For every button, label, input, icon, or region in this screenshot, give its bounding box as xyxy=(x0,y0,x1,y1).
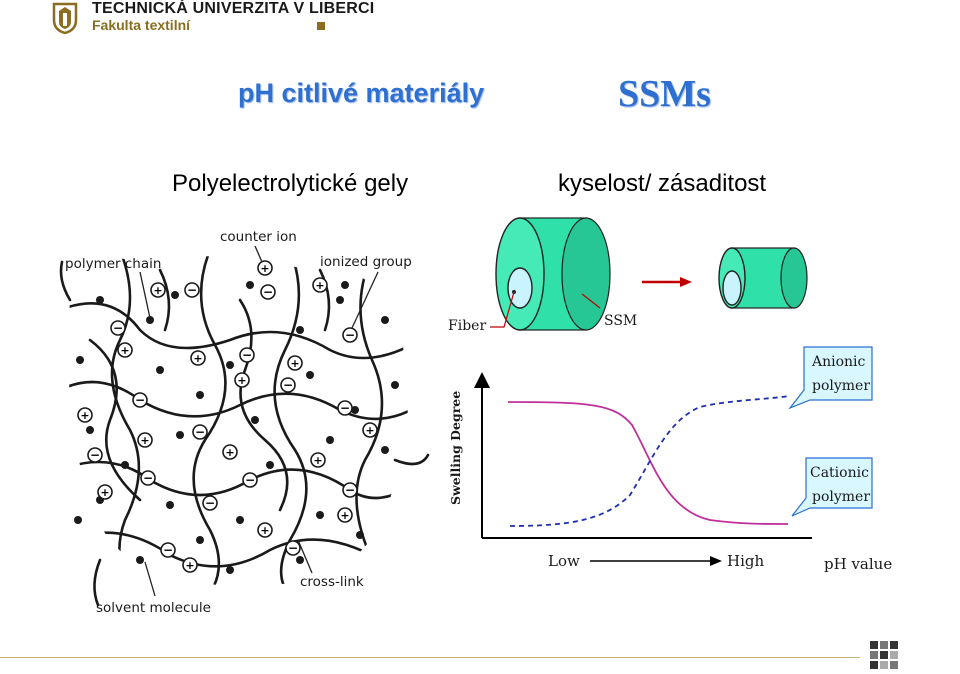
minus-sign: − xyxy=(345,328,355,342)
plus-sign: + xyxy=(140,434,149,447)
plus-sign: + xyxy=(185,559,194,572)
plus-sign: + xyxy=(340,509,349,522)
plus-sign: + xyxy=(260,262,269,275)
cationic-curve xyxy=(507,401,789,525)
anionic-label-line1: Anionic xyxy=(811,354,866,370)
cationic-callout: Cationic polymer xyxy=(791,457,873,517)
label-cross-link: cross-link xyxy=(300,574,364,590)
minus-sign: − xyxy=(340,401,350,415)
plus-sign: + xyxy=(290,357,299,370)
label-solvent-molecule: solvent molecule xyxy=(96,600,211,616)
minus-sign: − xyxy=(195,425,205,439)
fiber-diagram: Fiber SSM xyxy=(448,217,808,334)
header-square-icon xyxy=(317,22,325,30)
plus-sign: + xyxy=(225,446,234,459)
plus-sign: + xyxy=(260,524,269,537)
plus-sign: + xyxy=(237,374,246,387)
solvent-molecules xyxy=(74,281,399,574)
footer-logo-icon xyxy=(870,641,898,669)
cationic-label-line1: Cationic xyxy=(810,465,869,481)
minus-sign: − xyxy=(283,378,293,392)
plus-sign: + xyxy=(80,409,89,422)
plus-sign: + xyxy=(365,424,374,437)
gel-labels: polymer chain counter ion ionized group … xyxy=(65,229,412,616)
x-axis-label: pH value xyxy=(824,555,892,573)
subtitle-acidity: kyselost/ zásaditost xyxy=(558,170,767,197)
plus-sign: + xyxy=(193,352,202,365)
swelling-chart: Swelling Degree Anionic polymer Cationic… xyxy=(448,346,892,573)
university-logo-icon xyxy=(52,2,78,34)
minus-sign: − xyxy=(90,448,100,462)
label-counter-ion: counter ion xyxy=(220,229,297,245)
anionic-label-line2: polymer xyxy=(812,378,870,394)
minus-sign: − xyxy=(245,473,255,487)
minus-sign: − xyxy=(163,543,173,557)
gel-network: + + + + + + + + + + + + + + + + − − − − … xyxy=(59,229,430,616)
anionic-callout: Anionic polymer xyxy=(788,346,873,410)
outer-chain-ends xyxy=(59,260,430,607)
label-ssm: SSM xyxy=(604,313,637,329)
minus-sign: − xyxy=(205,496,215,510)
minus-sign: − xyxy=(113,321,123,335)
label-ionized-group: ionized group xyxy=(320,254,412,270)
large-cylinder xyxy=(495,217,611,331)
minus-sign: − xyxy=(263,285,273,299)
minus-sign: − xyxy=(242,348,252,362)
cationic-label-line2: polymer xyxy=(812,489,870,505)
minus-sign: − xyxy=(143,471,153,485)
plus-sign: + xyxy=(120,344,129,357)
minus-sign: − xyxy=(288,541,298,555)
page-title: pH citlivé materiály xyxy=(238,78,485,108)
gel-leader-lines xyxy=(139,245,379,597)
minus-sign: − xyxy=(135,393,145,407)
transform-arrow-icon xyxy=(642,277,692,287)
footer-divider xyxy=(0,657,860,658)
counter-ions: + + + + + + + + + + + + + + + + xyxy=(77,260,378,573)
small-cylinder xyxy=(718,247,808,309)
faculty-name: Fakulta textilní xyxy=(92,17,191,33)
ph-arrow-icon xyxy=(590,556,722,566)
label-polymer-chain: polymer chain xyxy=(65,256,161,272)
plus-sign: + xyxy=(315,279,324,292)
y-axis-label: Swelling Degree xyxy=(448,391,463,505)
page-title-acronym: SSMs xyxy=(618,73,711,115)
fiber-leader-lines xyxy=(490,291,601,328)
anionic-curve xyxy=(509,395,791,527)
label-fiber: Fiber xyxy=(448,318,486,334)
subtitle-gels: Polyelectrolytické gely xyxy=(172,170,409,197)
plus-sign: + xyxy=(100,486,109,499)
ionized-groups: − − − − − − − − − − − − − − − − xyxy=(87,282,358,558)
minus-sign: − xyxy=(345,483,355,497)
university-name: TECHNICKÁ UNIVERZITA V LIBERCI xyxy=(92,0,375,17)
polymer-chains xyxy=(68,256,408,587)
x-high-label: High xyxy=(727,552,764,570)
x-low-label: Low xyxy=(548,552,580,570)
plus-sign: + xyxy=(153,284,162,297)
plus-sign: + xyxy=(313,454,322,467)
minus-sign: − xyxy=(187,283,197,297)
